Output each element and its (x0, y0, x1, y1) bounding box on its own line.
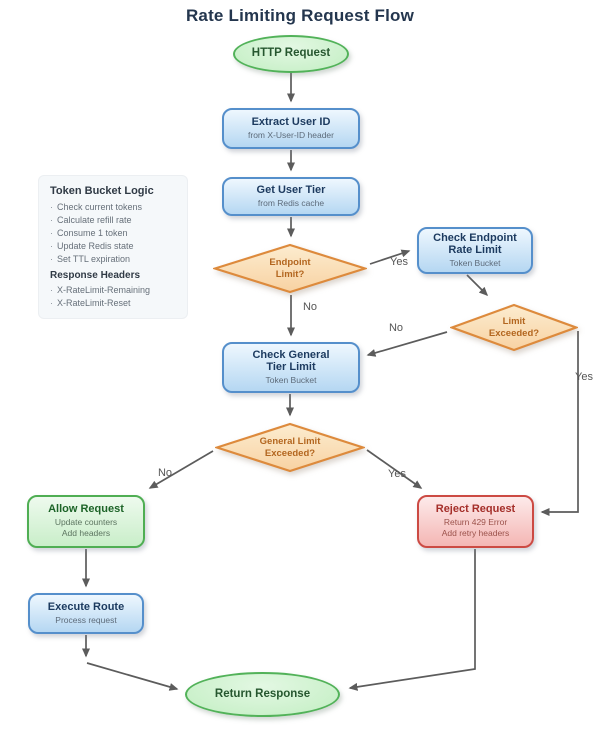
node-label: Get User Tier (256, 183, 326, 196)
edge-label-endpoint-no: No (302, 301, 318, 313)
node-subtitle: Add retry headers (441, 528, 510, 539)
node-subtitle: from X-User-ID header (248, 129, 334, 140)
diamond-shape (450, 303, 578, 352)
node-extract-user-id: Extract User ID from X-User-ID header (222, 108, 360, 149)
edge-reject-to-return (348, 549, 476, 691)
edge-general-no (148, 450, 214, 489)
edge-execute-to-return (86, 662, 179, 691)
diamond-shape (215, 422, 365, 473)
edge-checkendpoint-to-limitexceeded (466, 274, 489, 297)
note-item: Check current tokens (50, 201, 177, 214)
note-title: Token Bucket Logic (50, 185, 154, 197)
edge-limitexceeded-no (366, 331, 448, 357)
node-subtitle: Process request (55, 614, 117, 625)
node-subtitle: Update counters (54, 517, 118, 528)
note-item: Consume 1 token (50, 227, 177, 240)
edge-general-yes (366, 449, 423, 489)
note-item-list: Check current tokens Calculate refill ra… (50, 201, 177, 266)
node-label: Allow Request (48, 503, 124, 516)
note-subtitle: Response Headers (50, 270, 141, 281)
note-item: Calculate refill rate (50, 214, 177, 227)
node-subtitle: Add headers (61, 528, 111, 539)
note-header-list: X-RateLimit-Remaining X-RateLimit-Reset (50, 284, 177, 310)
edge-label-general-no: No (157, 467, 173, 479)
edge-label-endpoint-yes: Yes (390, 256, 408, 268)
node-allow-request: Allow Request Update counters Add header… (27, 495, 145, 548)
token-bucket-note: Token Bucket Logic Check current tokens … (38, 175, 188, 319)
node-execute-route: Execute Route Process request (28, 593, 144, 634)
edge-label-limit-no: No (388, 322, 404, 334)
node-limit-exceeded: Limit Exceeded? (450, 303, 578, 352)
note-header-item: X-RateLimit-Remaining (50, 284, 177, 297)
node-label: Reject Request (435, 503, 516, 516)
note-item: Set TTL expiration (50, 253, 177, 266)
node-label: HTTP Request (251, 47, 331, 60)
node-label: Endpoint Limit? (269, 256, 311, 280)
diamond-shape (213, 243, 367, 294)
node-get-user-tier: Get User Tier from Redis cache (222, 177, 360, 216)
node-label: Execute Route (47, 600, 125, 613)
note-header-item: X-RateLimit-Reset (50, 297, 177, 310)
node-http-request: HTTP Request (233, 35, 349, 73)
node-check-general-tier-limit: Check General Tier Limit Token Bucket (222, 342, 360, 393)
node-subtitle: Token Bucket (265, 375, 317, 386)
node-label: Extract User ID (251, 115, 331, 128)
node-label: Check General Tier Limit (252, 348, 330, 374)
edge-limitexceeded-yes (540, 331, 579, 516)
node-label: Limit Exceeded? (488, 315, 540, 339)
edge-label-limit-yes: Yes (575, 371, 593, 383)
page-title: Rate Limiting Request Flow (185, 6, 415, 25)
note-item: Update Redis state (50, 240, 177, 253)
node-endpoint-limit: Endpoint Limit? (213, 243, 367, 294)
node-reject-request: Reject Request Return 429 Error Add retr… (417, 495, 534, 548)
node-return-response: Return Response (185, 672, 340, 717)
node-label: Check Endpoint Rate Limit (433, 231, 517, 257)
node-check-endpoint-rate-limit: Check Endpoint Rate Limit Token Bucket (417, 227, 533, 274)
node-label: Return Response (214, 687, 311, 700)
node-label: General Limit Exceeded? (259, 435, 321, 459)
node-general-limit-exceeded: General Limit Exceeded? (215, 422, 365, 473)
node-subtitle: from Redis cache (257, 197, 325, 208)
node-subtitle: Token Bucket (449, 258, 501, 269)
edge-endpoint-yes (369, 249, 411, 265)
edge-label-general-yes: Yes (388, 468, 406, 480)
node-subtitle: Return 429 Error (443, 517, 508, 528)
